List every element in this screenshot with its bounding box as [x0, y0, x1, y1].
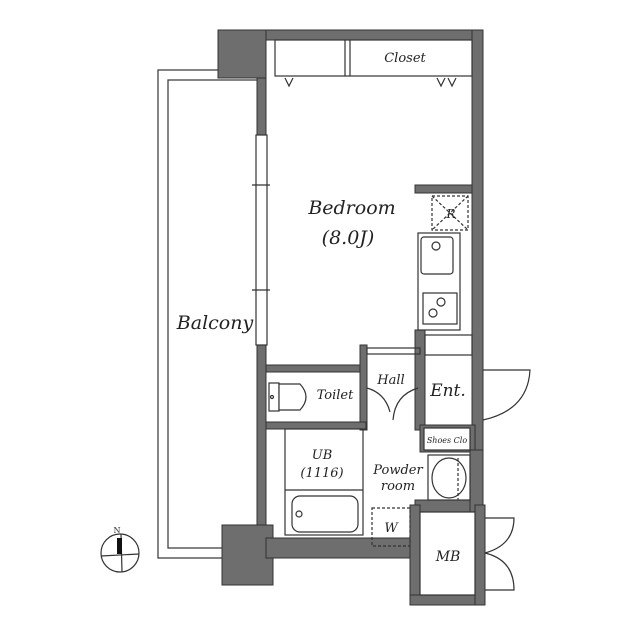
washer-space: [371, 507, 411, 547]
toilet-room[interactable]: Toilet: [268, 382, 354, 412]
closet-label: Closet: [384, 51, 426, 66]
washbasin-icon: [431, 457, 467, 499]
entrance-door: [482, 369, 531, 421]
powder-room-label-2: room: [381, 479, 415, 494]
refrigerator-label: R: [445, 207, 455, 221]
shoes-closet-label: Shoes Clo: [427, 436, 468, 445]
unit-bath-size: (1116): [300, 466, 343, 481]
bathtub-icon: [291, 495, 359, 533]
sink-icon: [420, 236, 454, 275]
hall[interactable]: Hall: [366, 347, 421, 421]
walls: [217, 29, 486, 606]
bedroom[interactable]: Bedroom (8.0J): [307, 197, 395, 249]
entrance[interactable]: Ent.: [424, 334, 531, 421]
shoes-closet: Shoes Clo: [423, 427, 471, 451]
meter-box-label: MB: [435, 549, 461, 565]
closet[interactable]: Closet: [274, 39, 473, 88]
powder-room-label: Powder: [372, 463, 423, 478]
washer-label: W: [384, 521, 399, 536]
entrance-label: Ent.: [429, 381, 466, 401]
balcony-label: Balcony: [176, 312, 254, 334]
meter-box[interactable]: MB: [419, 511, 515, 596]
unit-bath-label: UB: [312, 448, 333, 463]
refrigerator-space: R: [431, 195, 469, 231]
toilet-label: Toilet: [317, 388, 354, 403]
hall-label: Hall: [376, 373, 404, 388]
bedroom-size: (8.0J): [322, 227, 375, 249]
compass-north-label: N: [114, 526, 121, 535]
compass-icon: N: [100, 526, 140, 573]
bedroom-label: Bedroom: [307, 197, 395, 219]
window: [252, 134, 270, 346]
unit-bath[interactable]: UB (1116): [284, 428, 364, 536]
powder-room[interactable]: Powder room W: [371, 454, 471, 547]
kitchen-counter: [417, 232, 461, 331]
